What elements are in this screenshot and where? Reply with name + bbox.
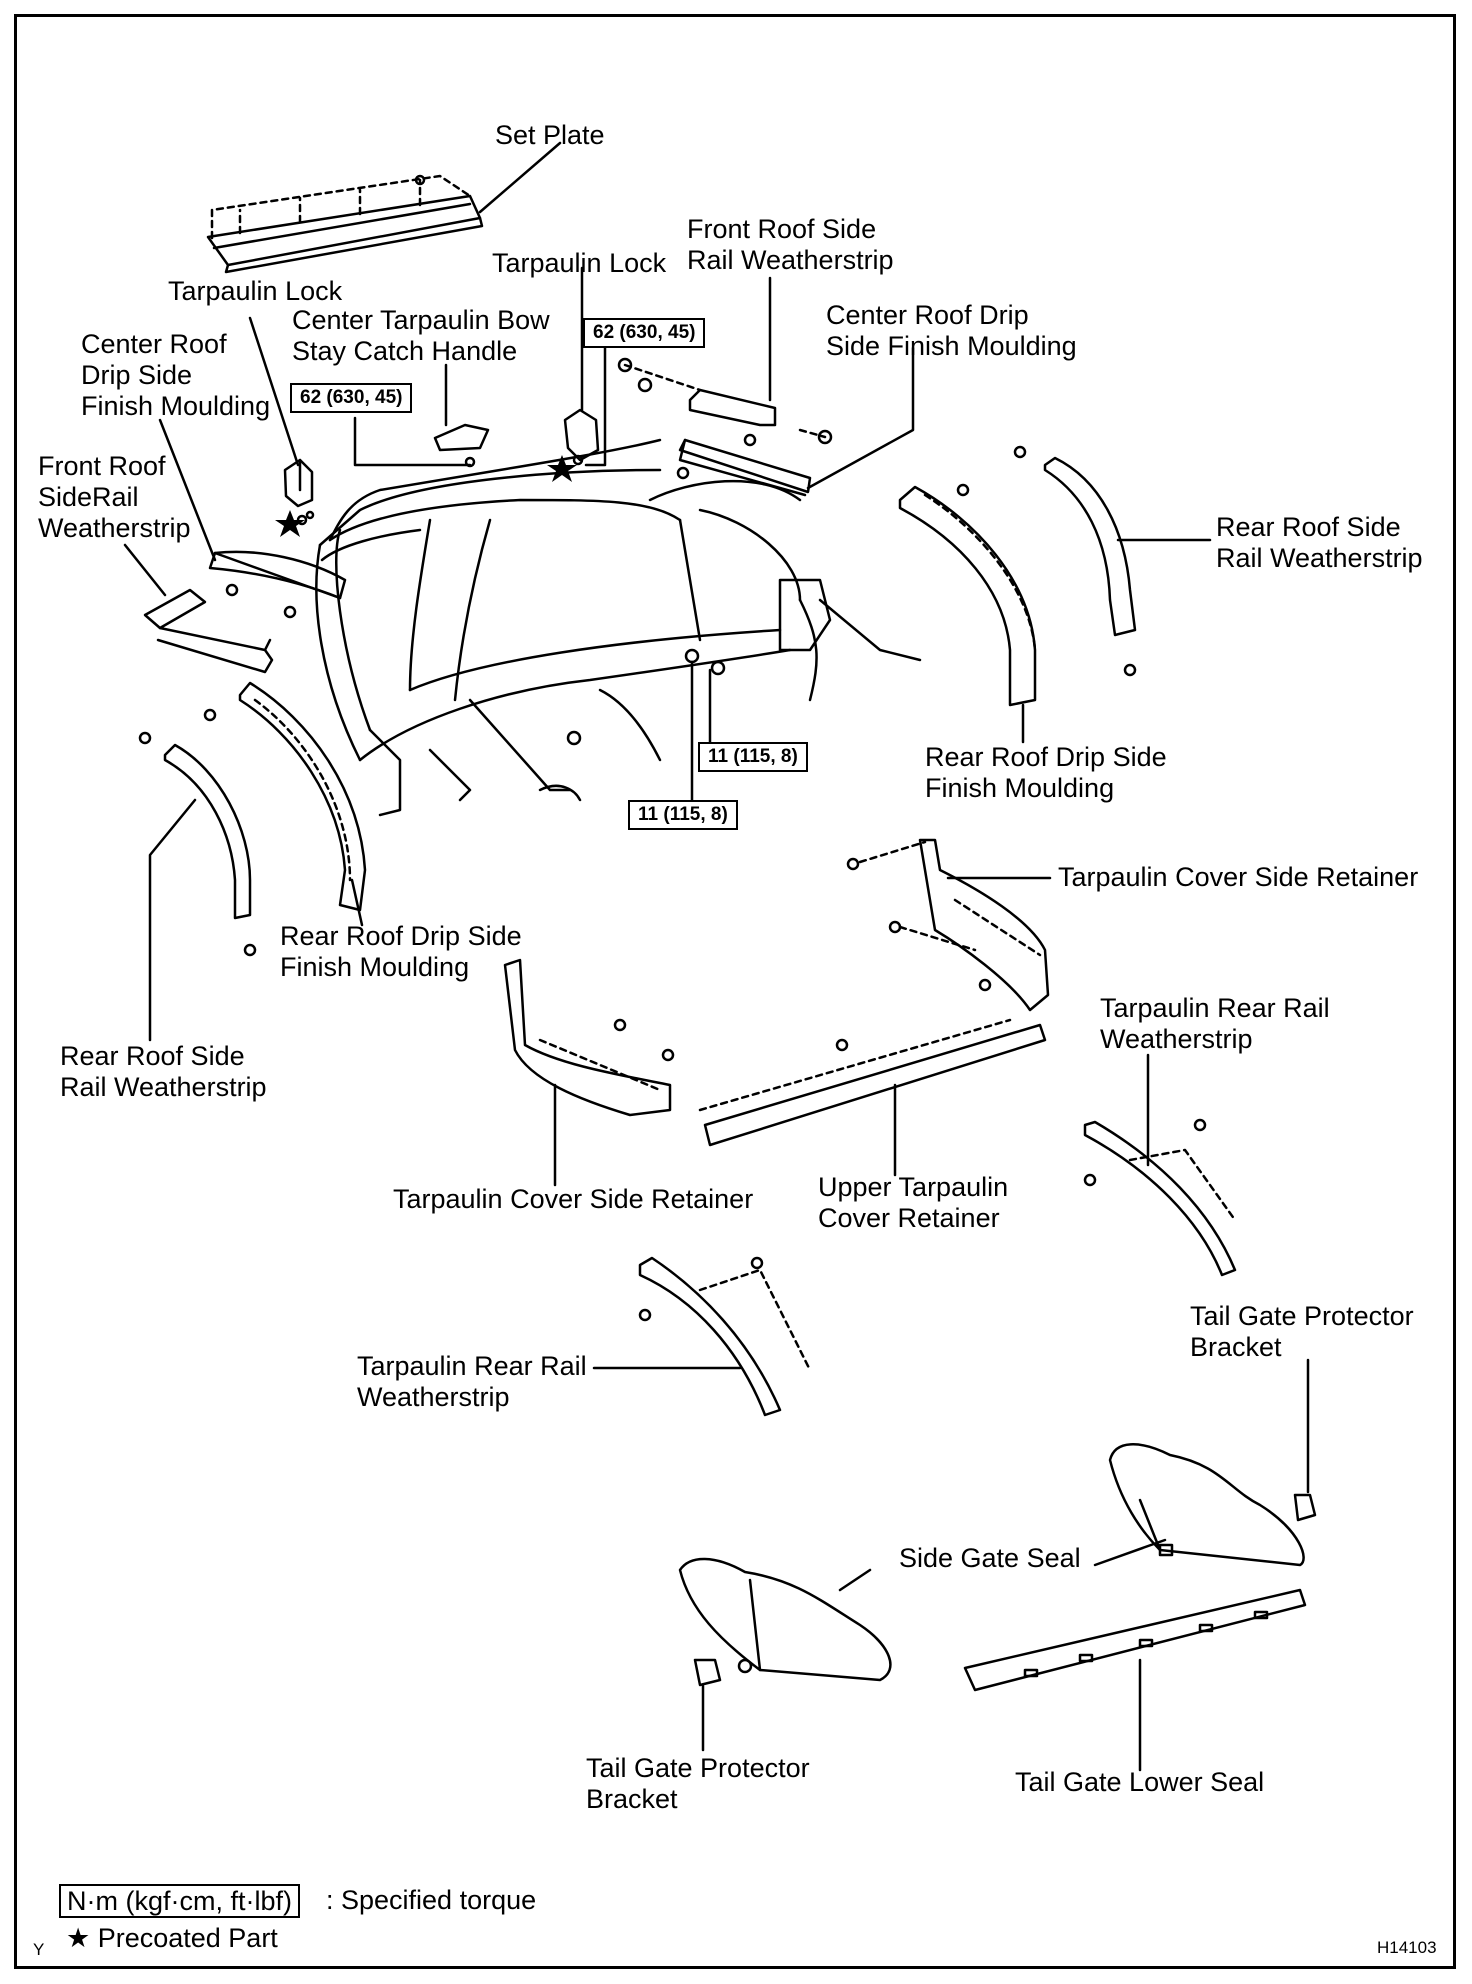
diagram-frame [14,14,1456,1969]
tail-gate-protector-bracket-right-part [1293,1493,1317,1522]
soft-top-frame-part [315,438,922,817]
center-bow-handle-part [433,423,490,468]
tail-gate-protector-bracket-left-part [693,1658,753,1687]
label-front-roof-side-rail-weatherstrip-top: Front Roof Side Rail Weatherstrip [687,214,894,275]
center-roof-drip-right-part [676,433,812,497]
label-tarpaulin-cover-side-retainer-left: Tarpaulin Cover Side Retainer [393,1184,754,1214]
torque-box-handle: 62 (630, 45) [290,383,413,413]
side-gate-seal-left-part [678,1557,892,1682]
set-plate-part [206,174,484,274]
front-roof-siderail-weatherstrip-left-part [143,588,274,674]
label-tail-gate-lower-seal: Tail Gate Lower Seal [1015,1767,1265,1797]
label-rear-roof-drip-left: Rear Roof Drip Side Finish Moulding [280,921,522,982]
label-rear-roof-drip-right: Rear Roof Drip Side Finish Moulding [925,742,1167,803]
precoated-star-icon [275,510,305,537]
label-tarpaulin-cover-side-retainer-right: Tarpaulin Cover Side Retainer [1058,862,1419,892]
front-roof-side-rail-weatherstrip-top-part [617,357,833,445]
figure-code: H14103 [1377,1938,1437,1957]
tarpaulin-rear-rail-weatherstrip-right-part [1083,1118,1237,1277]
torque-box-bolt-a: 11 (115, 8) [698,742,808,772]
tarpaulin-rear-rail-weatherstrip-left-part [638,1256,812,1417]
label-rear-roof-side-rail-weatherstrip-left: Rear Roof Side Rail Weatherstrip [60,1041,267,1102]
corner-mark-left: Y [33,1940,45,1959]
tarpaulin-lock-center-part [563,408,600,466]
side-gate-seal-right-part [1108,1443,1305,1567]
label-tarpaulin-rear-rail-weatherstrip-left: Tarpaulin Rear Rail Weatherstrip [357,1351,587,1412]
torque-box-bolt-b: 11 (115, 8) [628,800,738,830]
label-center-roof-drip-left: Center Roof Drip Side Finish Moulding [81,329,271,421]
label-front-roof-siderail-weatherstrip-left: Front Roof SideRail Weatherstrip [38,451,191,543]
label-center-roof-drip-right: Center Roof Drip Side Finish Moulding [826,300,1077,361]
tarpaulin-cover-side-retainer-left-part [503,958,675,1117]
upper-tarpaulin-cover-retainer-part [698,1018,1047,1147]
rear-roof-side-rail-weatherstrip-left-part [138,731,257,957]
rear-roof-drip-left-part [203,681,367,912]
label-tarpaulin-lock-left: Tarpaulin Lock [168,276,343,306]
label-tarpaulin-rear-rail-weatherstrip-right: Tarpaulin Rear Rail Weatherstrip [1100,993,1330,1054]
precoated-star-icon [547,455,577,482]
label-set-plate: Set Plate [495,120,605,150]
label-center-bow-handle: Center Tarpaulin Bow Stay Catch Handle [292,305,550,366]
label-tail-gate-protector-bracket-left: Tail Gate Protector Bracket [586,1753,810,1814]
legend-precoated: ★ Precoated Part [66,1923,278,1953]
tarpaulin-lock-left-part [283,458,315,526]
label-rear-roof-side-rail-weatherstrip-right: Rear Roof Side Rail Weatherstrip [1216,512,1423,573]
label-tail-gate-protector-bracket-right: Tail Gate Protector Bracket [1190,1301,1414,1362]
label-side-gate-seal: Side Gate Seal [899,1543,1081,1573]
rear-roof-side-rail-weatherstrip-right-part [1013,445,1137,677]
rear-roof-drip-right-part [898,483,1037,707]
tarpaulin-cover-side-retainer-right-part [846,838,1050,1012]
label-upper-tarpaulin-cover-retainer: Upper Tarpaulin Cover Retainer [818,1172,1009,1233]
torque-box-lock: 62 (630, 45) [583,318,706,348]
legend-torque-unit: N·m (kgf·cm, ft·lbf) [59,1884,300,1918]
tail-gate-lower-seal-part [963,1588,1307,1692]
legend-torque-desc: : Specified torque [326,1885,537,1915]
label-tarpaulin-lock-center: Tarpaulin Lock [492,248,667,278]
center-roof-drip-left-part [208,550,347,619]
